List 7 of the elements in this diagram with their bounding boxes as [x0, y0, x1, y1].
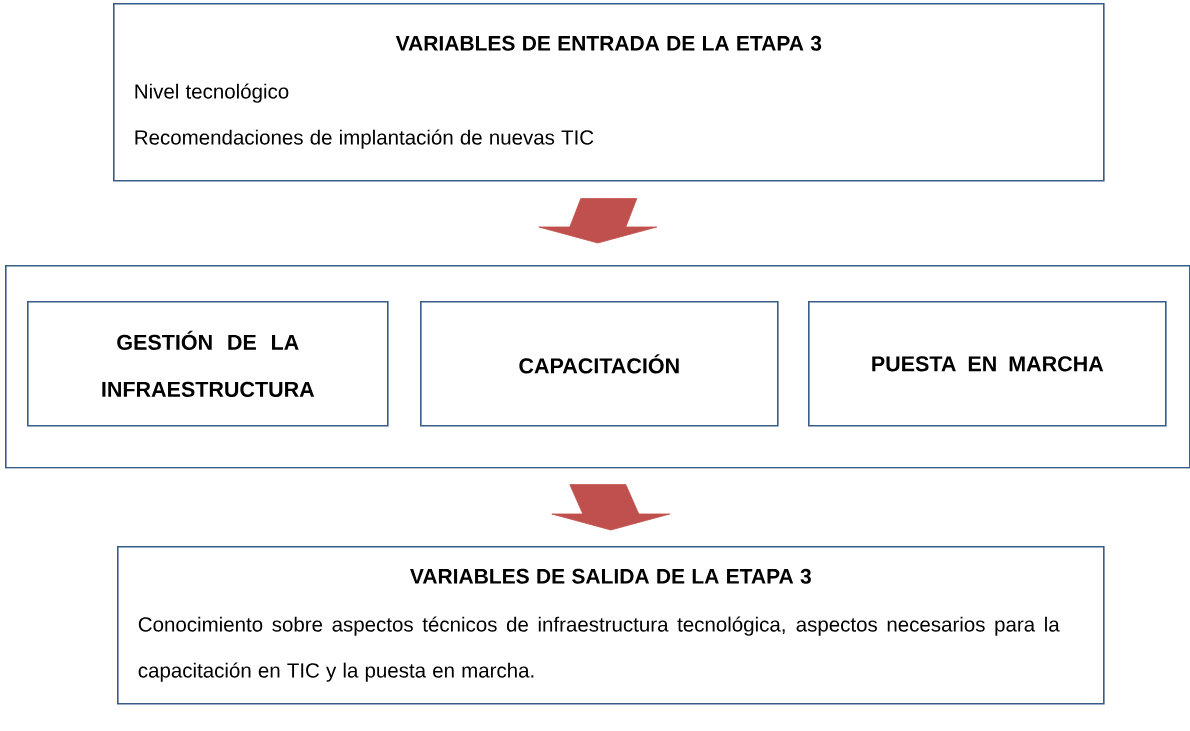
process-box: PUESTA EN MARCHA	[808, 301, 1167, 427]
block-arrow	[538, 198, 658, 244]
panel-box	[5, 265, 1190, 469]
variables-box: VARIABLES DE SALIDA DE LA ETAPA 3 Conocimiento sobre aspectos técnicos de infraestructura tecnológica, aspectos necesarios para la capacitación en TIC y la puesta en marcha.	[117, 546, 1105, 705]
process-box: CAPACITACIÓN	[420, 301, 779, 427]
process-box: GESTIÓN DE LA INFRAESTRUCTURA	[27, 301, 389, 427]
variables-box: VARIABLES DE ENTRADA DE LA ETAPA 3 Nivel tecnológico Recomendaciones de implantación de nuevas TIC	[113, 3, 1105, 182]
